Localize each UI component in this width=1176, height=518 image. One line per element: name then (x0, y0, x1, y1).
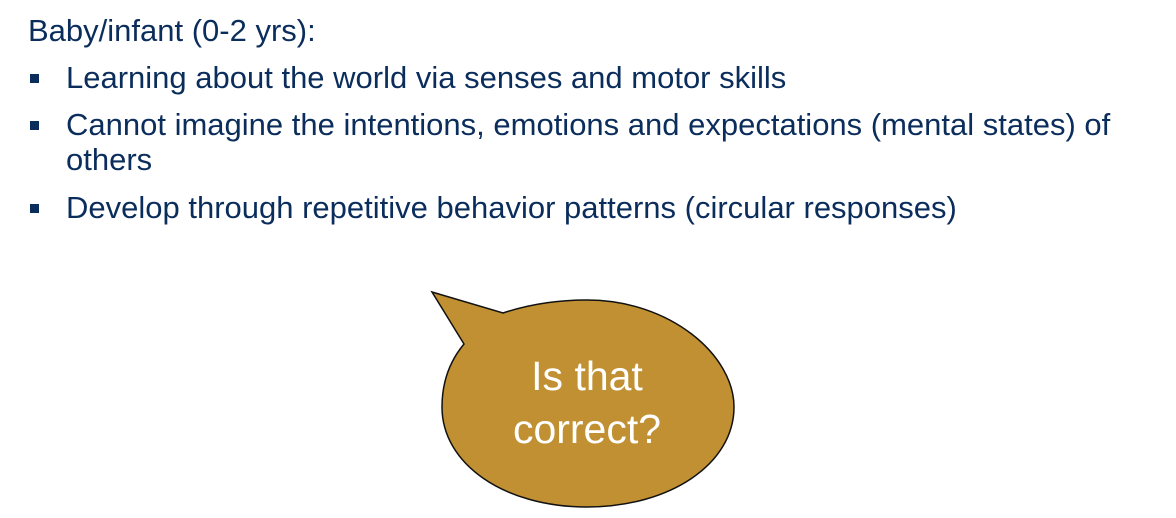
bullet-item: Learning about the world via senses and … (0, 60, 1176, 95)
bullet-item: Develop through repetitive behavior patt… (0, 190, 1176, 225)
speech-bubble-line-2: correct? (512, 406, 662, 452)
slide-heading: Baby/infant (0-2 yrs): (28, 13, 316, 48)
square-bullet-icon (30, 204, 39, 213)
speech-bubble-text: Is that correct? (439, 350, 735, 456)
bullet-text: Cannot imagine the intentions, emotions … (66, 107, 1111, 177)
bullet-list: Learning about the world via senses and … (0, 60, 1176, 237)
bullet-text: Learning about the world via senses and … (66, 60, 787, 95)
speech-bubble-line-1: Is that (531, 353, 643, 399)
speech-bubble-shape (430, 290, 735, 508)
square-bullet-icon (30, 74, 39, 83)
bullet-item: Cannot imagine the intentions, emotions … (0, 107, 1176, 177)
speech-bubble: Is that correct? (425, 283, 745, 513)
bullet-text: Develop through repetitive behavior patt… (66, 190, 957, 225)
square-bullet-icon (30, 121, 39, 130)
speech-bubble-outline (430, 290, 735, 508)
